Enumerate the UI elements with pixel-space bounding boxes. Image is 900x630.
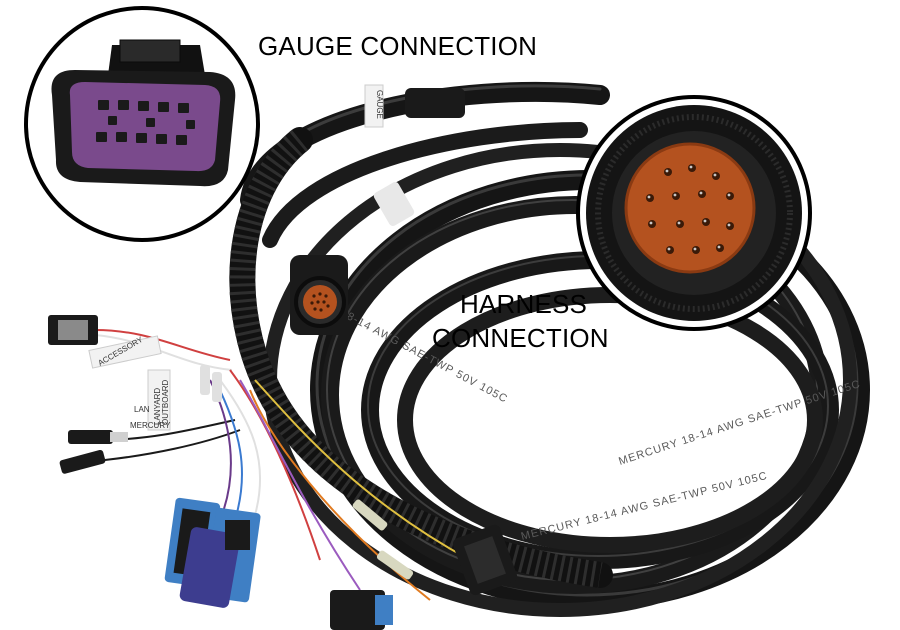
- harness-connection-callout: [576, 95, 812, 331]
- small-clear-connectors: [200, 365, 414, 580]
- tag-mercury: MERCURY: [130, 421, 171, 430]
- left-plug-low: [59, 449, 106, 474]
- harness-socket: [586, 105, 802, 321]
- gauge-plug: [51, 39, 236, 187]
- gauge-connection-label: GAUGE CONNECTION: [258, 31, 538, 61]
- tag-outboard: OUTBOARD: [161, 379, 170, 425]
- tag-lanyard: LANYARD: [153, 388, 162, 425]
- gauge-cable-tag: GAUGE: [364, 84, 384, 128]
- junction-block: [452, 524, 518, 596]
- bottom-connector: [330, 590, 393, 630]
- gauge-cable-tag-text: GAUGE: [375, 90, 384, 119]
- cable-connector-block: [373, 88, 465, 226]
- blue-connector-cluster: [164, 497, 261, 608]
- small-harness-connector: [290, 255, 348, 335]
- left-plug-mid: [68, 430, 128, 444]
- wire-tags: ACCESSORY LANYARD OUTBOARD LAN MERCURY: [88, 335, 171, 431]
- left-plug-top: [48, 315, 98, 345]
- harness-connection-label-line2: CONNECTION: [432, 323, 609, 353]
- tag-lan: LAN: [134, 405, 150, 414]
- gauge-connection-callout: [24, 6, 260, 242]
- harness-connection-label-line1: HARNESS: [460, 289, 588, 319]
